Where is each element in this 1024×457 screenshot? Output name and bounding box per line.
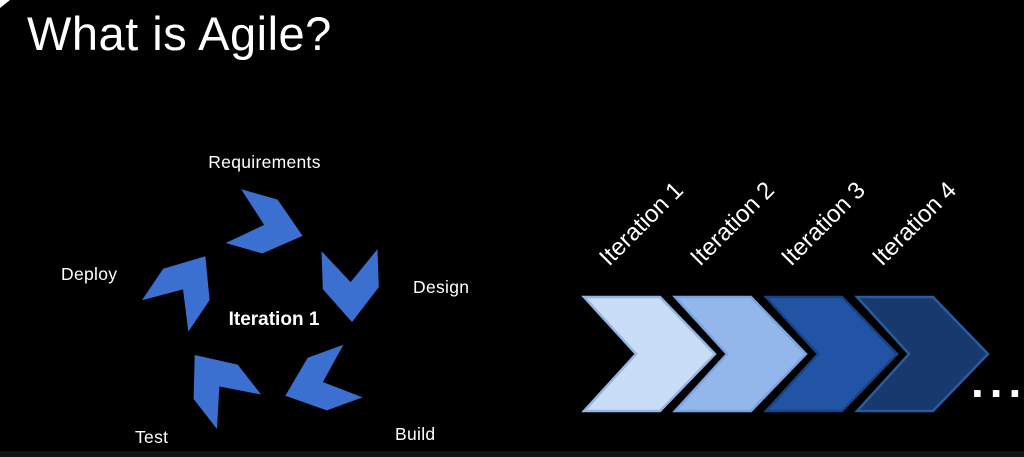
flow-chevron-3-icon [763,295,899,413]
flow-chevron-4-icon [854,295,990,413]
cycle-label-requirements: Requirements [208,152,321,172]
cycle-arrow-deploy-icon [141,256,210,332]
cycle-label-design: Design [413,277,470,297]
bottom-video-strip [0,451,1024,457]
iteration-cycle-diagram [141,189,379,429]
cycle-center-label: Iteration 1 [228,309,320,330]
slide-title: What is Agile? [27,7,332,60]
cycle-arrow-design-icon [321,249,379,323]
cycle-arrow-test-icon [193,355,262,429]
cycle-arrow-requirements-icon [225,189,303,254]
iteration-flow-diagram [570,291,997,417]
flow-chevron-1-icon [581,295,717,413]
cycle-arrow-build-icon [285,344,363,411]
continuation-ellipsis: ... [971,355,1024,407]
cycle-label-test: Test [135,427,169,447]
flow-chevron-2-icon [672,295,808,413]
cycle-label-build: Build [395,424,436,444]
cycle-label-deploy: Deploy [61,264,118,284]
corner-artifact [0,0,10,8]
